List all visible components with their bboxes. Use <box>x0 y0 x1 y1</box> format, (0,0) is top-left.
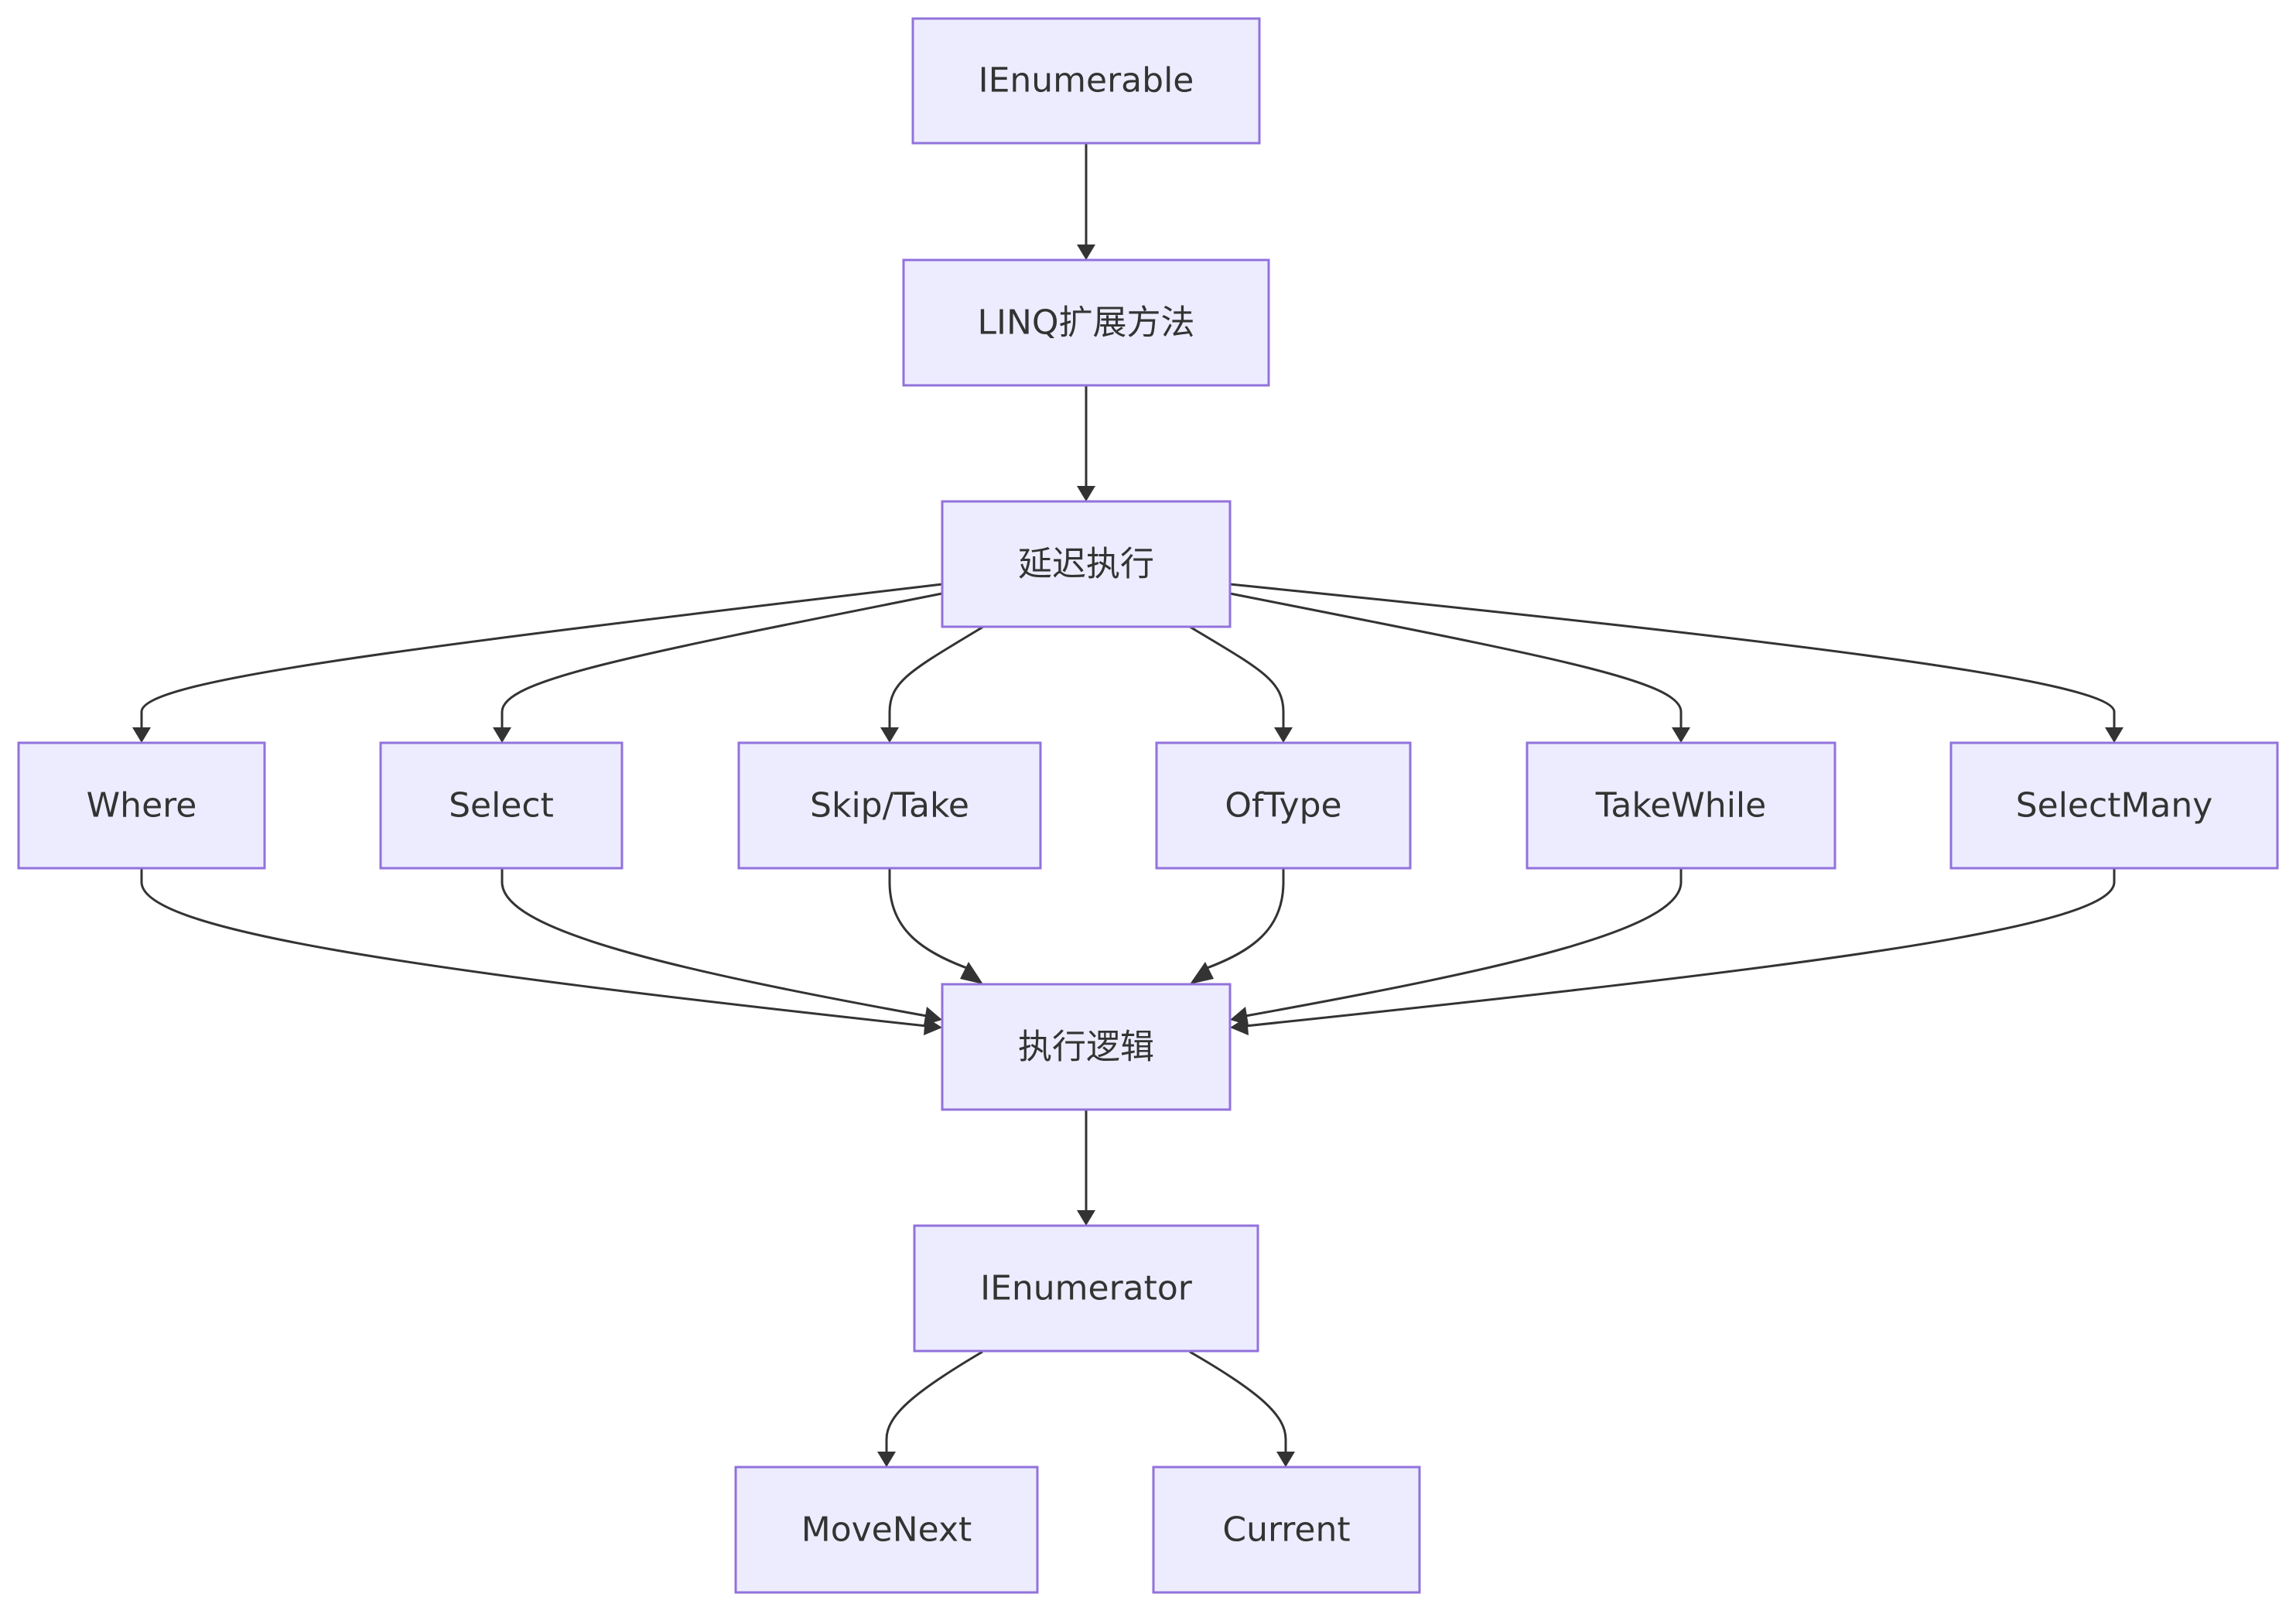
node-label: LINQ扩展方法 <box>977 303 1194 343</box>
edge-oftype-to-execlogic <box>1200 868 1285 972</box>
edge-selectmany-to-execlogic <box>1245 868 2116 1028</box>
node-label: Current <box>1222 1510 1350 1550</box>
node-execution-logic[interactable]: 执行逻辑 <box>941 983 1232 1111</box>
arrowhead-selectmany <box>2105 727 2123 743</box>
arrowhead-ienumerator <box>1077 1210 1095 1226</box>
node-current[interactable]: Current <box>1152 1466 1421 1594</box>
node-skip-take[interactable]: Skip/Take <box>737 741 1042 870</box>
node-movenext[interactable]: MoveNext <box>734 1466 1039 1594</box>
node-label: IEnumerable <box>979 61 1194 101</box>
node-label: IEnumerator <box>980 1269 1193 1308</box>
edge-ienumerator-to-current <box>1189 1350 1287 1452</box>
node-label: 延迟执行 <box>1018 545 1154 584</box>
nodes-group: IEnumerable LINQ扩展方法 延迟执行 Where Select S… <box>17 17 2279 1594</box>
edges-group <box>132 143 2123 1467</box>
edge-deferred-to-skiptake <box>888 625 984 727</box>
arrowhead-current <box>1276 1452 1295 1467</box>
node-label: Where <box>87 786 197 826</box>
arrowhead-exec-2 <box>924 1007 942 1025</box>
arrowhead-linq <box>1077 245 1095 260</box>
edge-select-to-execlogic <box>501 868 928 1018</box>
edge-deferred-to-selectmany <box>1229 583 2116 727</box>
edge-deferred-to-select <box>501 592 943 727</box>
edge-takewhile-to-execlogic <box>1245 868 1683 1018</box>
node-select[interactable]: Select <box>379 741 624 870</box>
arrowhead-where <box>132 727 151 743</box>
node-label: OfType <box>1225 786 1341 826</box>
node-ienumerable[interactable]: IEnumerable <box>911 17 1261 145</box>
arrowhead-skiptake <box>880 727 899 743</box>
edge-deferred-to-takewhile <box>1229 592 1683 727</box>
node-label: SelectMany <box>2016 786 2213 826</box>
edge-where-to-execlogic <box>140 868 928 1028</box>
node-where[interactable]: Where <box>17 741 266 870</box>
node-oftype[interactable]: OfType <box>1155 741 1412 870</box>
arrowhead-exec-6 <box>1230 1017 1249 1035</box>
node-label: Skip/Take <box>810 786 969 826</box>
edge-deferred-to-where <box>140 583 943 727</box>
arrowhead-takewhile <box>1672 727 1690 743</box>
node-selectmany[interactable]: SelectMany <box>1949 741 2279 870</box>
node-takewhile[interactable]: TakeWhile <box>1526 741 1836 870</box>
edge-skiptake-to-execlogic <box>888 868 974 972</box>
arrowhead-movenext <box>877 1452 896 1467</box>
node-label: TakeWhile <box>1595 786 1766 826</box>
arrowhead-exec-4 <box>1190 962 1214 984</box>
arrowhead-select <box>493 727 511 743</box>
node-ienumerator[interactable]: IEnumerator <box>913 1224 1259 1353</box>
arrowhead-exec-3 <box>960 962 983 984</box>
node-label: Select <box>449 786 554 826</box>
arrowhead-deferred <box>1077 486 1095 501</box>
node-linq-extension-methods[interactable]: LINQ扩展方法 <box>902 258 1270 387</box>
edge-deferred-to-oftype <box>1189 625 1285 727</box>
edge-ienumerator-to-movenext <box>885 1350 983 1452</box>
node-label: MoveNext <box>801 1510 972 1550</box>
node-deferred-execution[interactable]: 延迟执行 <box>941 500 1232 628</box>
node-label: 执行逻辑 <box>1018 1028 1154 1067</box>
arrowhead-oftype <box>1274 727 1293 743</box>
